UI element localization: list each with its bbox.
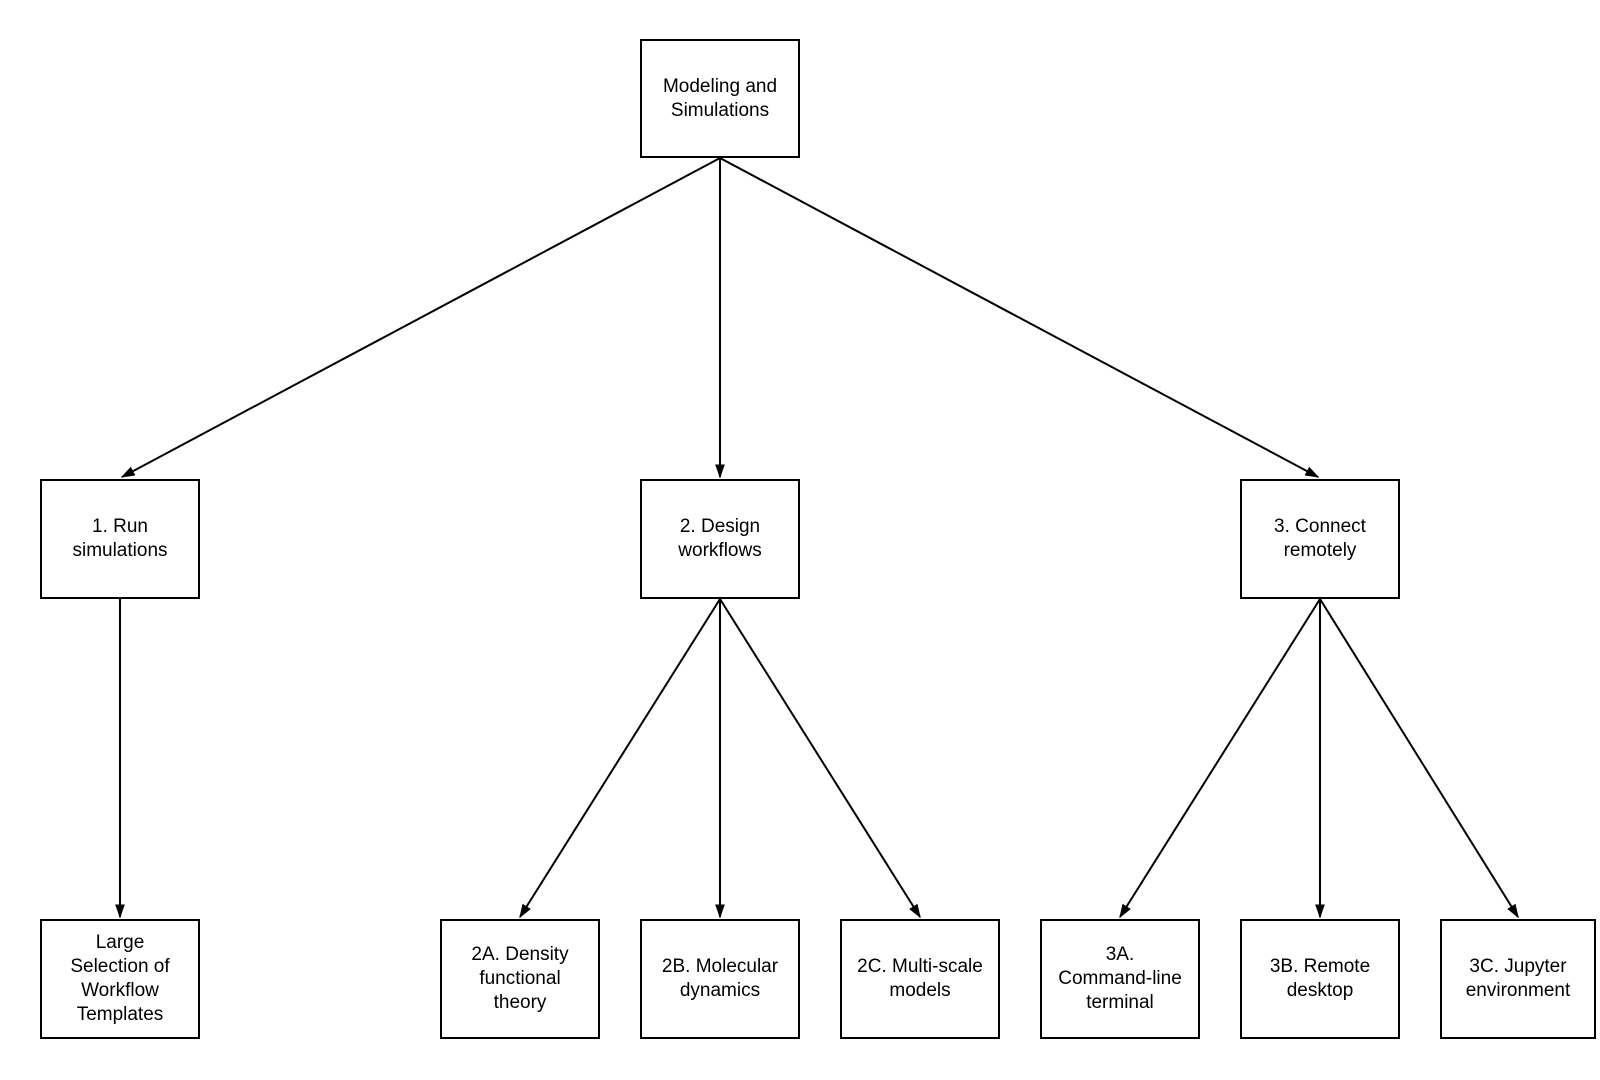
- node-label: 1. Run simulations: [72, 516, 168, 561]
- node-label: 3. Connect remotely: [1274, 516, 1366, 561]
- node-label: 2C. Multi-scale models: [857, 956, 983, 1001]
- edge-root-to-connect-remotely: [719, 157, 1320, 478]
- node-label: 3C. Jupyter environment: [1465, 956, 1571, 1001]
- node-connect-remotely: 3. Connect remotely: [1240, 479, 1400, 599]
- edge-root-to-run-simulations: [120, 157, 721, 478]
- node-modeling-and-simulations: Modeling and Simulations: [640, 39, 800, 158]
- edge-connect-to-jupyter: [1319, 598, 1519, 919]
- node-label: 2A. Density functional theory: [471, 944, 569, 1013]
- node-density-functional-theory: 2A. Density functional theory: [440, 919, 600, 1039]
- node-label: Modeling and Simulations: [662, 75, 778, 121]
- node-run-simulations: 1. Run simulations: [40, 479, 200, 599]
- edge-design-to-dft: [519, 598, 721, 919]
- edge-design-to-multiscale: [719, 598, 921, 919]
- node-command-line-terminal: 3A. Command-line terminal: [1040, 919, 1200, 1039]
- node-label: 3B. Remote desktop: [1269, 956, 1371, 1001]
- node-label: 2. Design workflows: [678, 516, 762, 561]
- node-jupyter-environment: 3C. Jupyter environment: [1440, 919, 1596, 1039]
- node-label: 2B. Molecular dynamics: [661, 956, 779, 1001]
- node-workflow-templates: Large Selection of Workflow Templates: [40, 919, 200, 1039]
- node-label: 3A. Command-line terminal: [1058, 944, 1182, 1013]
- node-remote-desktop: 3B. Remote desktop: [1240, 919, 1400, 1039]
- node-multi-scale-models: 2C. Multi-scale models: [840, 919, 1000, 1039]
- node-molecular-dynamics: 2B. Molecular dynamics: [640, 919, 800, 1039]
- edge-connect-to-terminal: [1119, 598, 1321, 919]
- node-label: Large Selection of Workflow Templates: [70, 932, 170, 1025]
- node-design-workflows: 2. Design workflows: [640, 479, 800, 599]
